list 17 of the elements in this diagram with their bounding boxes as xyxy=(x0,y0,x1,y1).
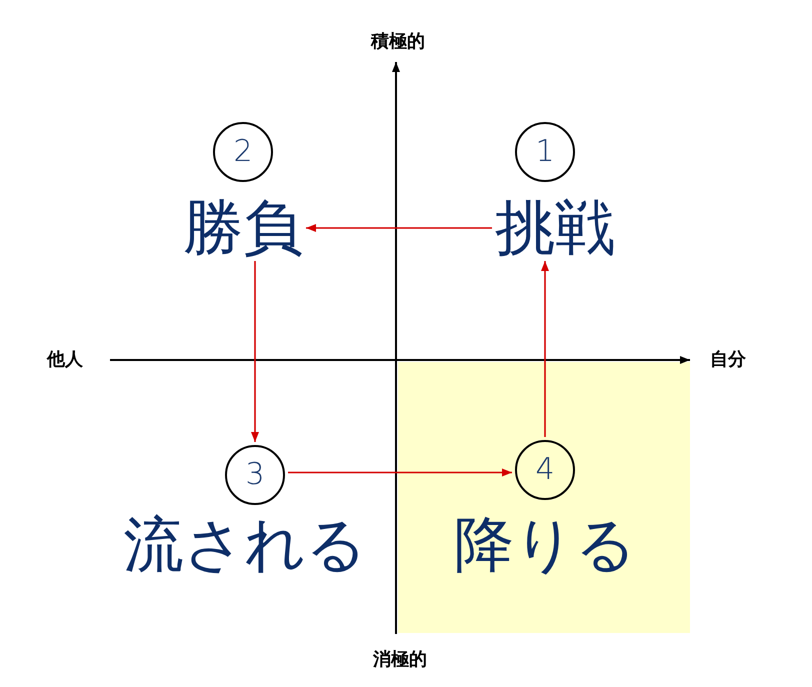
arrow xyxy=(541,261,549,437)
numbered-circle: 4 xyxy=(515,440,575,500)
numbered-circle: 1 xyxy=(515,122,575,182)
numbered-circle: 3 xyxy=(225,445,285,505)
step-label: 流される xyxy=(124,515,366,575)
numbered-circle: 2 xyxy=(213,122,273,182)
axis-label: 消極的 xyxy=(373,651,427,669)
step-label: 勝負 xyxy=(183,198,303,258)
step-label: 挑戦 xyxy=(495,198,615,258)
axis-label: 自分 xyxy=(710,351,746,369)
axis-label: 他人 xyxy=(47,351,83,369)
highlighted-quadrant xyxy=(398,362,690,633)
arrow xyxy=(288,468,512,476)
arrow xyxy=(251,261,259,442)
step-label: 降りる xyxy=(454,515,636,575)
arrow xyxy=(306,224,492,232)
axis-label: 積極的 xyxy=(371,33,425,51)
